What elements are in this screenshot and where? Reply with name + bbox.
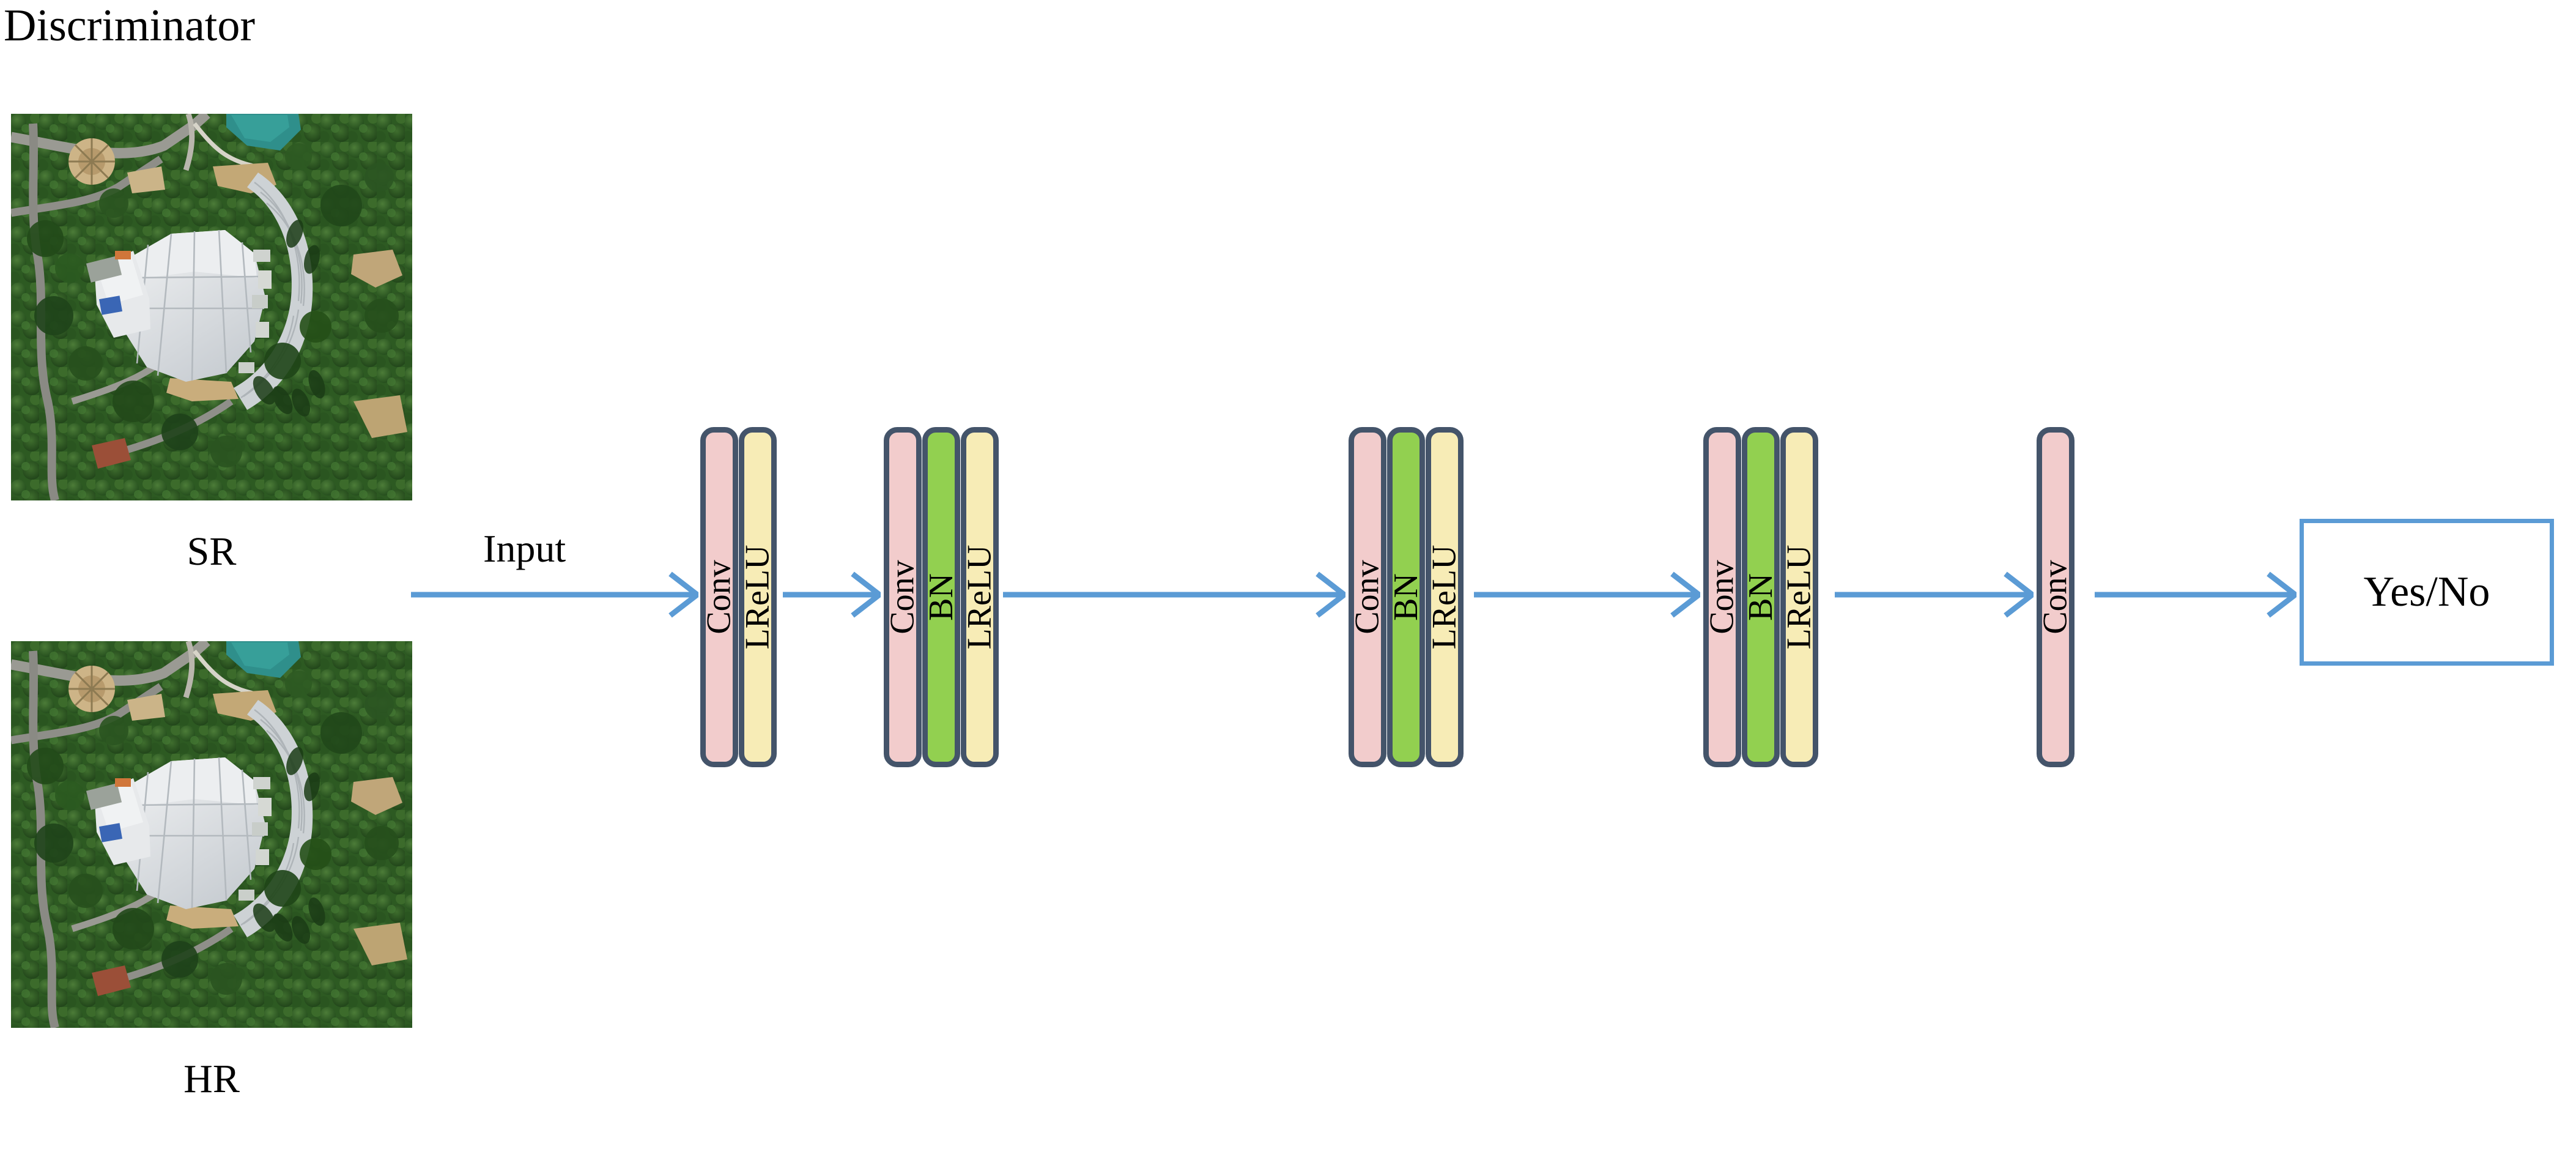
input-arrow-label: Input xyxy=(483,527,566,570)
layer-bar-label: Conv xyxy=(1349,560,1387,634)
arrow-connector-3 xyxy=(1003,558,1345,631)
layer-block-5[interactable]: Conv xyxy=(2037,427,2074,767)
aerial-amphitheater-image xyxy=(11,641,412,1028)
layer-bar-lrelu[interactable]: LReLU xyxy=(961,427,999,767)
arrow-icon xyxy=(783,571,881,618)
arrow-icon xyxy=(1003,571,1345,618)
layer-bar-conv[interactable]: Conv xyxy=(700,427,738,767)
arrow-connector-5 xyxy=(1835,558,2034,631)
layer-bar-label: Conv xyxy=(1703,560,1742,634)
layer-bar-lrelu[interactable]: LReLU xyxy=(1426,427,1464,767)
layer-bar-label: LReLU xyxy=(961,545,999,650)
layer-bar-bn[interactable]: BN xyxy=(1387,427,1425,767)
sr-image-thumbnail xyxy=(11,114,412,500)
layer-bar-conv[interactable]: Conv xyxy=(1349,427,1386,767)
sr-image-caption: SR xyxy=(187,529,237,574)
hr-image-thumbnail xyxy=(11,641,412,1028)
layer-bar-conv[interactable]: Conv xyxy=(884,427,922,767)
layer-bar-label: Conv xyxy=(700,560,739,634)
layer-bar-bn[interactable]: BN xyxy=(1742,427,1780,767)
layer-bar-lrelu[interactable]: LReLU xyxy=(739,427,777,767)
layer-bar-label: LReLU xyxy=(739,545,777,650)
arrow-connector-6 xyxy=(2095,558,2297,631)
layer-bar-conv[interactable]: Conv xyxy=(1703,427,1741,767)
arrow-connector-1 xyxy=(411,558,698,631)
layer-bar-label: BN xyxy=(1742,573,1780,621)
aerial-amphitheater-image xyxy=(11,114,412,500)
layer-bar-label: BN xyxy=(922,573,961,621)
arrow-connector-4 xyxy=(1474,558,1700,631)
output-label: Yes/No xyxy=(2363,568,2490,615)
layer-bar-label: BN xyxy=(1387,573,1426,621)
layer-bar-label: Conv xyxy=(884,560,922,634)
arrow-connector-2 xyxy=(783,558,881,631)
layer-bar-label: Conv xyxy=(2037,560,2075,634)
hr-image-caption: HR xyxy=(183,1057,240,1101)
output-decision-box[interactable]: Yes/No xyxy=(2300,519,2554,666)
arrow-icon xyxy=(1474,571,1700,618)
arrow-icon xyxy=(411,571,698,618)
page-title: Discriminator xyxy=(4,1,256,51)
layer-bar-conv[interactable]: Conv xyxy=(2037,427,2074,767)
layer-bar-label: LReLU xyxy=(1426,545,1464,650)
layer-bar-lrelu[interactable]: LReLU xyxy=(1780,427,1818,767)
arrow-icon xyxy=(2095,571,2297,618)
arrow-icon xyxy=(1835,571,2034,618)
layer-bar-label: LReLU xyxy=(1780,545,1818,650)
layer-bar-bn[interactable]: BN xyxy=(922,427,960,767)
